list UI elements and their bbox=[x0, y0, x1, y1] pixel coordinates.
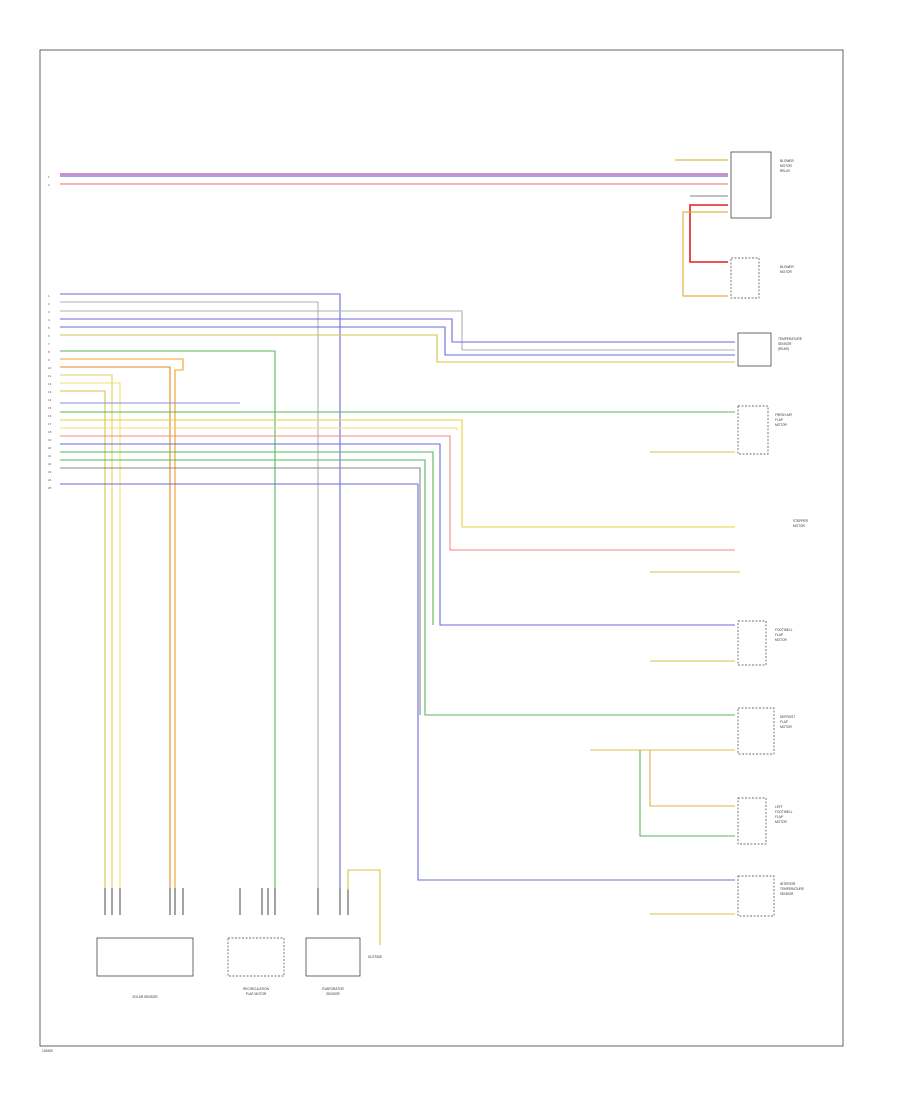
interior-temp-sensor-label-1: INTERIOR bbox=[780, 882, 796, 886]
svg-text:21: 21 bbox=[48, 454, 52, 458]
left-footwell-flap-box bbox=[737, 797, 767, 845]
svg-text:2: 2 bbox=[48, 302, 50, 306]
solar-sensor-box bbox=[96, 937, 194, 977]
evaporator-sensor-label-1: EVAPORATOR bbox=[322, 987, 344, 991]
footwell-flap-label-1: FOOTWELL bbox=[775, 628, 793, 632]
svg-text:2: 2 bbox=[48, 183, 50, 187]
svg-text:8: 8 bbox=[48, 350, 50, 354]
left-footwell-flap-label-3: FLAP bbox=[775, 815, 783, 819]
fresh-air-flap-label-3: MOTOR bbox=[775, 423, 788, 427]
svg-text:1: 1 bbox=[48, 294, 50, 298]
left-footwell-wire-2 bbox=[639, 750, 735, 837]
recirc-motor-label: RECIRCULATION FLAP MOTOR bbox=[243, 987, 269, 996]
recirc-motor-label-2: FLAP MOTOR bbox=[246, 992, 267, 996]
svg-text:1: 1 bbox=[48, 175, 50, 179]
evaporator-sensor-label-2: SENSOR bbox=[326, 992, 340, 996]
svg-text:9: 9 bbox=[48, 358, 50, 362]
temp-sensor-top-box bbox=[737, 332, 772, 367]
blower-motor-label: BLOWER MOTOR bbox=[780, 265, 795, 274]
svg-text:14: 14 bbox=[48, 398, 52, 402]
svg-text:17: 17 bbox=[48, 422, 52, 426]
bottom-connector-ticks bbox=[104, 888, 349, 915]
svg-text:23: 23 bbox=[48, 470, 52, 474]
blower-motor-relay-label-3: RELAY bbox=[780, 169, 791, 173]
defrost-flap-label-2: FLAP bbox=[780, 720, 788, 724]
left-footwell-flap-label-4: MOTOR bbox=[775, 820, 788, 824]
svg-text:12: 12 bbox=[48, 382, 52, 386]
interior-temp-sensor-label: INTERIOR TEMPERATURE SENSOR bbox=[780, 882, 804, 896]
stepper-motor-label-1: STEPPER bbox=[793, 519, 809, 523]
svg-text:20: 20 bbox=[48, 446, 52, 450]
recirc-motor-box bbox=[227, 937, 285, 977]
svg-text:13: 13 bbox=[48, 390, 52, 394]
svg-text:6: 6 bbox=[48, 334, 50, 338]
svg-text:22: 22 bbox=[48, 462, 52, 466]
outside-sensor-wire bbox=[347, 869, 381, 945]
fresh-air-flap-box bbox=[737, 405, 769, 455]
left-footwell-flap-label: LEFT FOOTWELL FLAP MOTOR bbox=[775, 805, 793, 824]
left-footwell-wire-1 bbox=[649, 750, 735, 807]
defrost-flap-label-3: MOTOR bbox=[780, 725, 793, 729]
evaporator-sensor-label: EVAPORATOR SENSOR bbox=[322, 987, 344, 996]
interior-temp-sensor-box bbox=[737, 875, 775, 917]
interior-temp-sensor-label-3: SENSOR bbox=[780, 892, 794, 896]
defrost-flap-box bbox=[737, 707, 775, 755]
svg-text:24: 24 bbox=[48, 478, 52, 482]
svg-text:4: 4 bbox=[48, 318, 50, 322]
fresh-air-flap-label: FRESH AIR FLAP MOTOR bbox=[775, 413, 793, 427]
stepper-motor-label-2: MOTOR bbox=[793, 524, 806, 528]
stepper-motor-label: STEPPER MOTOR bbox=[793, 519, 809, 528]
blower-motor-relay-label-1: BLOWER bbox=[780, 159, 795, 163]
interior-temp-sensor-label-2: TEMPERATURE bbox=[780, 887, 804, 891]
svg-text:15: 15 bbox=[48, 406, 52, 410]
outside-temp-sensor-label: OUTSIDE bbox=[368, 955, 382, 959]
blower-motor-label-1: BLOWER bbox=[780, 265, 795, 269]
defrost-flap-label: DEFROST FLAP MOTOR bbox=[780, 715, 795, 729]
blower-motor-relay-label-2: MOTOR bbox=[780, 164, 793, 168]
footwell-flap-box bbox=[737, 620, 767, 666]
fresh-air-flap-label-1: FRESH AIR bbox=[775, 413, 793, 417]
left-footwell-flap-label-2: FOOTWELL bbox=[775, 810, 793, 814]
svg-text:19: 19 bbox=[48, 438, 52, 442]
recirc-motor-label-1: RECIRCULATION bbox=[243, 987, 269, 991]
footer-code: 102659 bbox=[42, 1049, 53, 1053]
svg-text:10: 10 bbox=[48, 366, 52, 370]
footwell-flap-label-2: FLAP bbox=[775, 633, 783, 637]
temp-sensor-top-label-3: (REAR) bbox=[778, 347, 789, 351]
svg-text:5: 5 bbox=[48, 326, 50, 330]
svg-text:3: 3 bbox=[48, 310, 50, 314]
temp-sensor-top-label: TEMPERATURE SENSOR (REAR) bbox=[778, 337, 802, 351]
footwell-flap-label-3: MOTOR bbox=[775, 638, 788, 642]
solar-sensor-label: SOLAR SENSOR bbox=[132, 995, 158, 999]
harness-wires bbox=[60, 293, 735, 890]
fresh-air-flap-label-2: FLAP bbox=[775, 418, 783, 422]
blower-motor-label-2: MOTOR bbox=[780, 270, 793, 274]
top-wires bbox=[60, 159, 728, 297]
defrost-flap-label-1: DEFROST bbox=[780, 715, 795, 719]
svg-text:18: 18 bbox=[48, 430, 52, 434]
diagram-frame bbox=[39, 49, 844, 1047]
svg-text:25: 25 bbox=[48, 486, 52, 490]
blower-motor-box bbox=[730, 257, 760, 299]
footwell-flap-label: FOOTWELL FLAP MOTOR bbox=[775, 628, 793, 642]
svg-text:16: 16 bbox=[48, 414, 52, 418]
blower-motor-relay-box bbox=[730, 151, 772, 219]
blower-motor-relay-label: BLOWER MOTOR RELAY bbox=[780, 159, 795, 173]
svg-text:7: 7 bbox=[48, 342, 50, 346]
temp-sensor-top-label-2: SENSOR bbox=[778, 342, 792, 346]
left-footwell-flap-label-1: LEFT bbox=[775, 805, 783, 809]
evaporator-sensor-box bbox=[305, 937, 361, 977]
temp-sensor-top-label-1: TEMPERATURE bbox=[778, 337, 802, 341]
svg-text:11: 11 bbox=[48, 374, 51, 378]
